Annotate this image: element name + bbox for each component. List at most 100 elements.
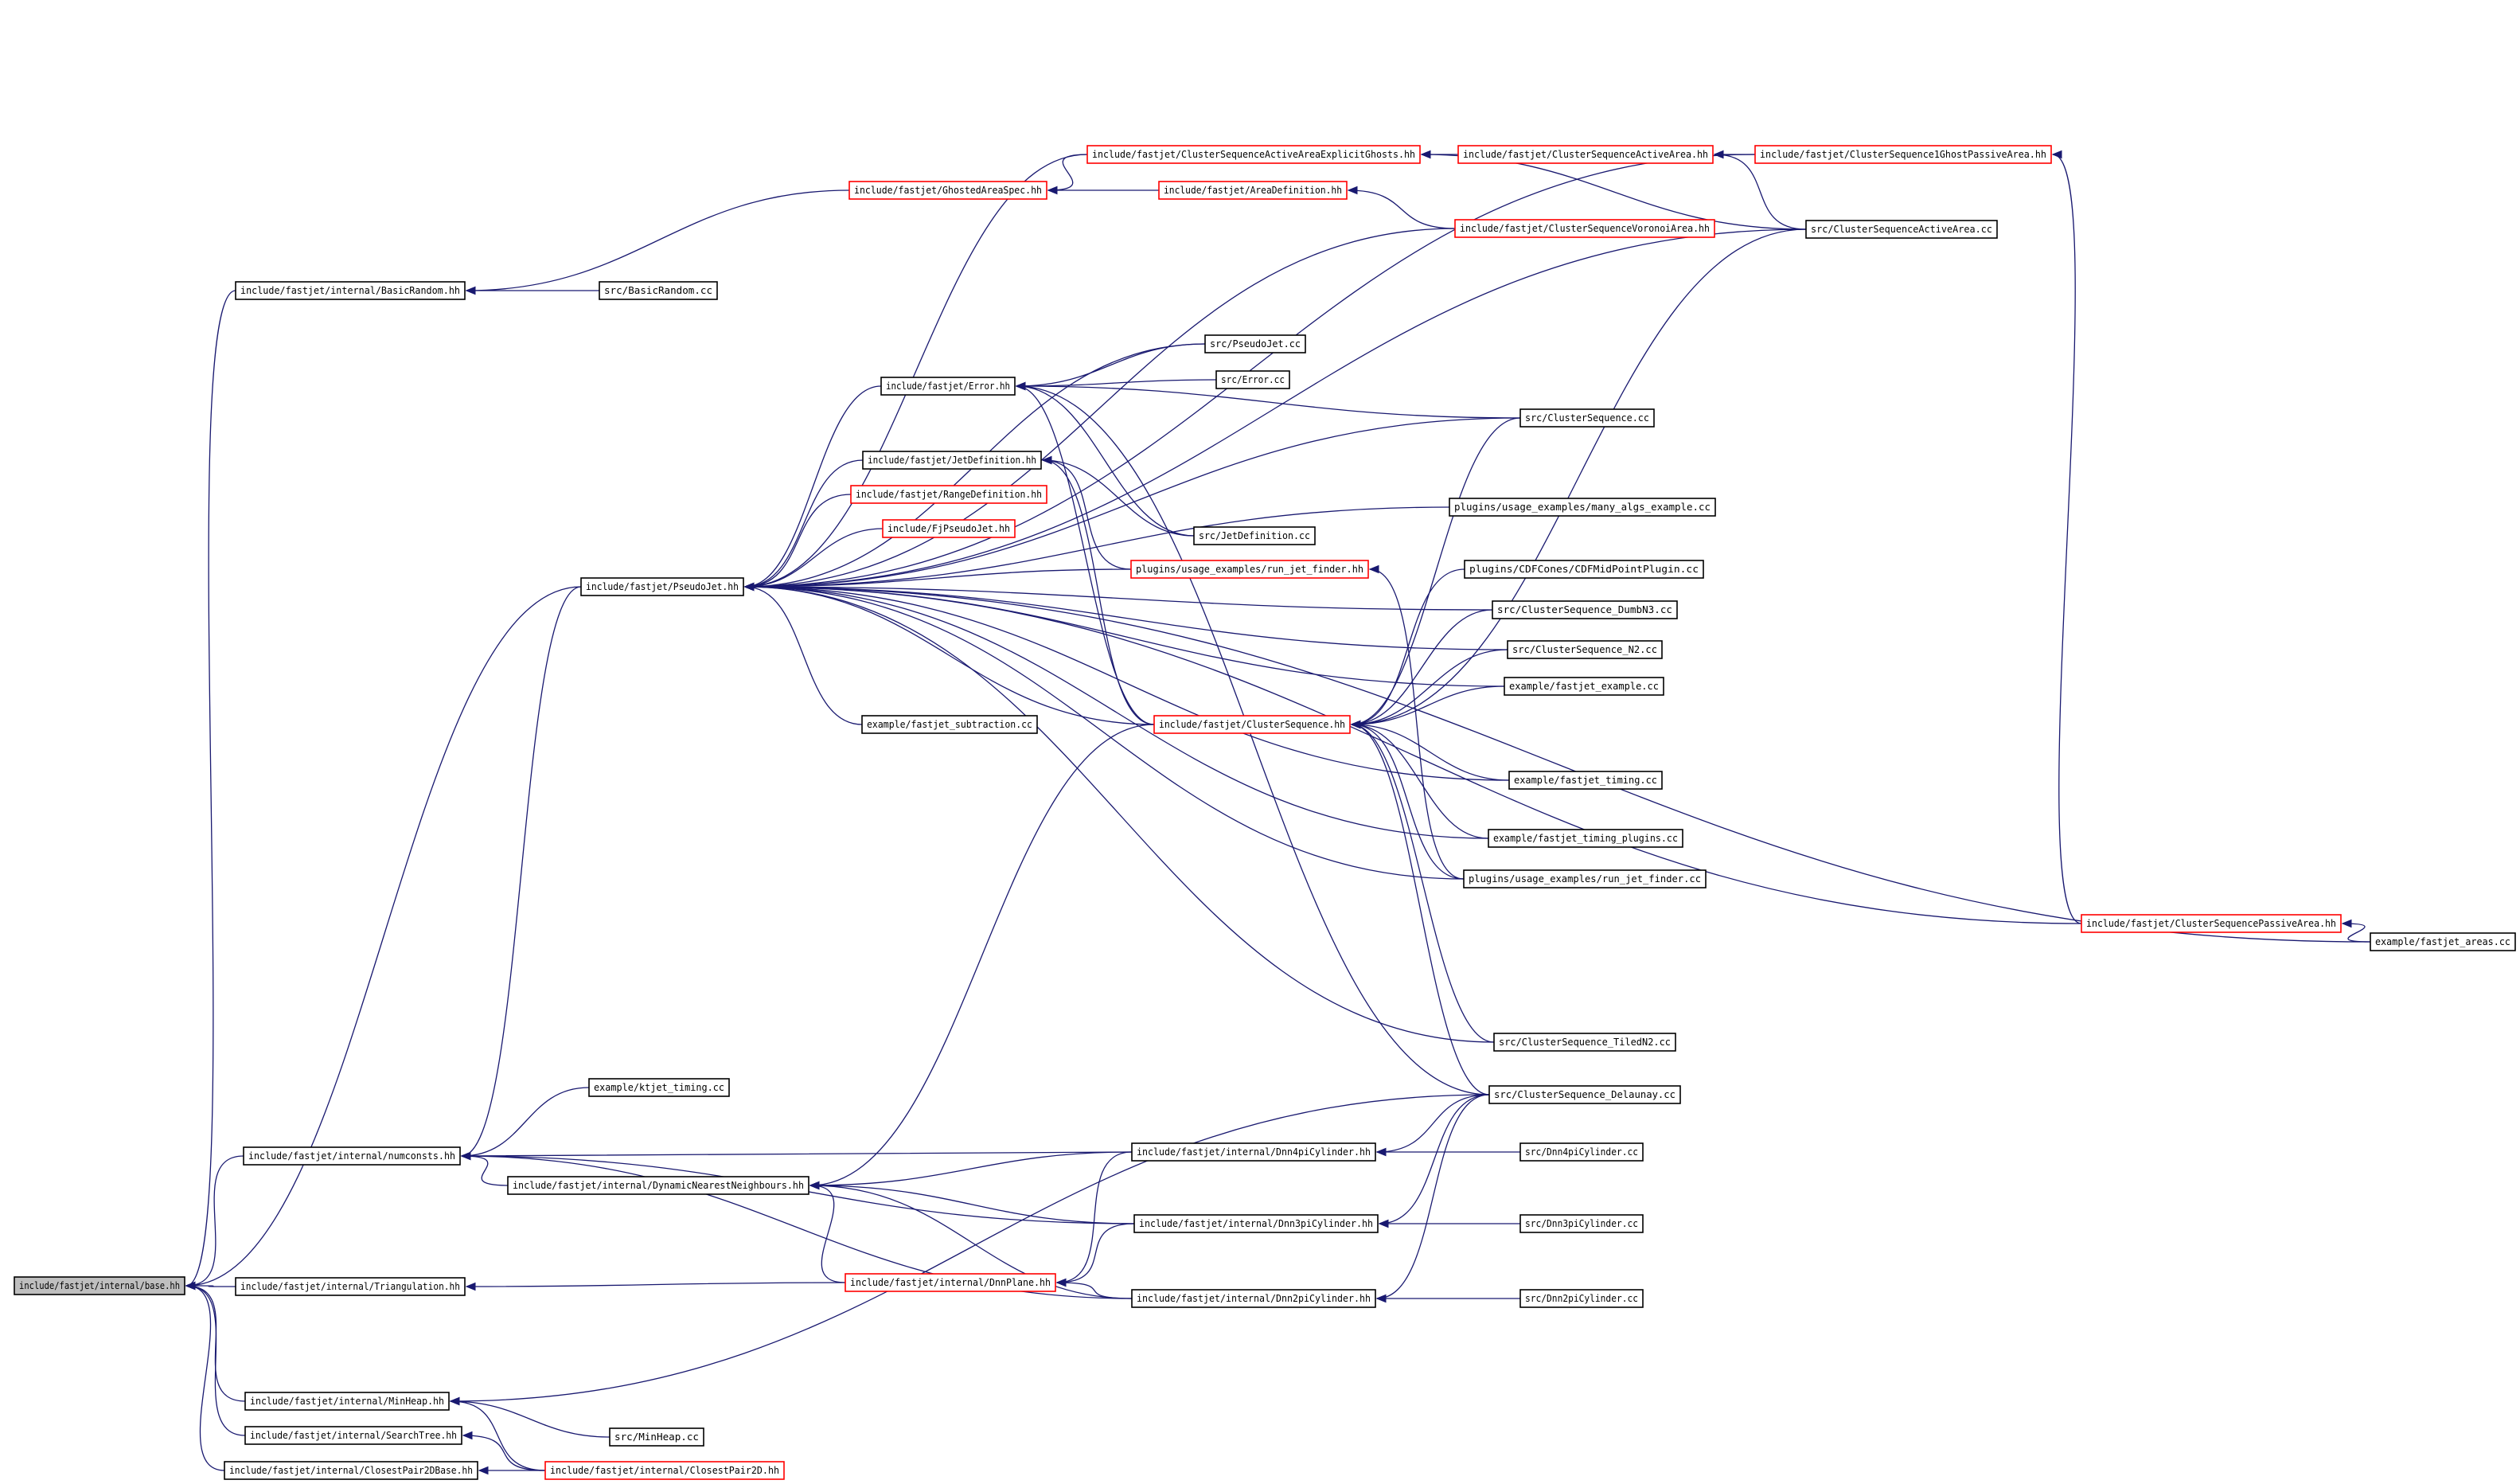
node-dnn2pi-hh[interactable]: include/fastjet/internal/Dnn2piCylinder.… — [1131, 1289, 1376, 1308]
dependency-edge — [465, 189, 850, 295]
edge-line — [1056, 1282, 1133, 1299]
edge-line — [185, 1285, 236, 1287]
node-ktjettiming[interactable]: example/ktjet_timing.cc — [588, 1078, 730, 1097]
node-box — [1488, 1085, 1681, 1104]
dependency-edge — [1015, 381, 1155, 725]
edge-line — [185, 586, 582, 1287]
node-error-cc[interactable]: src/Error.cc — [1215, 370, 1290, 389]
node-box — [224, 1461, 478, 1480]
node-dnn[interactable]: include/fastjet/internal/DynamicNearestN… — [507, 1176, 809, 1195]
edge-line — [744, 528, 884, 588]
node-cp2dbase[interactable]: include/fastjet/internal/ClosestPair2DBa… — [224, 1461, 478, 1480]
node-tiledn2[interactable]: src/ClusterSequence_TiledN2.cc — [1493, 1033, 1676, 1052]
node-cs-cc[interactable]: src/ClusterSequence.cc — [1519, 408, 1655, 428]
dependency-edge — [1047, 186, 1159, 195]
edge-line — [1042, 459, 1195, 537]
dependency-edge — [1350, 609, 1493, 729]
node-base[interactable]: include/fastjet/internal/base.hh — [14, 1276, 185, 1295]
node-cs1gpa[interactable]: include/fastjet/ClusterSequence1GhostPas… — [1754, 145, 2052, 164]
node-jetdef-cc[interactable]: src/JetDefinition.cc — [1193, 526, 1316, 545]
edge-line — [461, 1155, 509, 1186]
node-dnn3pi-cc[interactable]: src/Dnn3piCylinder.cc — [1519, 1214, 1644, 1233]
dependency-edge — [1055, 1278, 1133, 1299]
node-triangulation[interactable]: include/fastjet/internal/Triangulation.h… — [235, 1277, 466, 1296]
node-error-hh[interactable]: include/fastjet/Error.hh — [880, 377, 1016, 396]
dependency-edge — [1350, 720, 1465, 880]
edge-line — [185, 1285, 246, 1436]
edge-arrowhead — [1055, 1278, 1067, 1287]
node-runjetfinder-cc[interactable]: plugins/usage_examples/run_jet_finder.cc — [1463, 869, 1707, 888]
edge-line — [1056, 1223, 1135, 1283]
node-box — [599, 281, 718, 300]
node-label: include/FjPseudoJet.hh — [887, 523, 1010, 534]
node-rangedef[interactable]: include/fastjet/RangeDefinition.hh — [850, 485, 1047, 504]
node-manyalgs[interactable]: plugins/usage_examples/many_algs_example… — [1449, 498, 1716, 517]
node-csaa-hh[interactable]: include/fastjet/ClusterSequenceActiveAre… — [1457, 145, 1714, 164]
node-label: include/fastjet/AreaDefinition.hh — [1164, 185, 1342, 196]
edge-line — [185, 1285, 225, 1471]
node-jetdef-hh[interactable]: include/fastjet/JetDefinition.hh — [862, 451, 1042, 470]
node-fjpseudojet[interactable]: include/FjPseudoJet.hh — [882, 519, 1016, 538]
node-label: plugins/usage_examples/run_jet_finder.hh — [1136, 564, 1363, 575]
edge-line — [461, 586, 582, 1157]
node-label: include/fastjet/Error.hh — [886, 381, 1010, 392]
node-fjsubtraction[interactable]: example/fastjet_subtraction.cc — [861, 715, 1038, 734]
node-box — [1131, 1289, 1376, 1308]
edge-line — [809, 724, 1155, 1186]
node-pseudojet-hh[interactable]: include/fastjet/PseudoJet.hh — [580, 577, 744, 596]
node-cs-hh[interactable]: include/fastjet/ClusterSequence.hh — [1153, 715, 1351, 734]
dependency-edge — [1375, 1094, 1490, 1303]
node-label: include/fastjet/GhostedAreaSpec.hh — [854, 185, 1042, 196]
node-fjtimingplugins[interactable]: example/fastjet_timing_plugins.cc — [1488, 829, 1683, 848]
edge-line — [185, 290, 236, 1287]
edge-line — [185, 1155, 244, 1287]
node-ghosted[interactable]: include/fastjet/GhostedAreaSpec.hh — [848, 181, 1047, 200]
edge-line — [1042, 459, 1155, 725]
dependency-edge — [743, 459, 864, 592]
node-dumbn3[interactable]: src/ClusterSequence_DumbN3.cc — [1492, 600, 1678, 619]
dependency-edge — [449, 1094, 1490, 1406]
node-n2[interactable]: src/ClusterSequence_N2.cc — [1507, 640, 1663, 659]
node-areadef[interactable]: include/fastjet/AreaDefinition.hh — [1158, 181, 1348, 200]
node-pseudojet-cc[interactable]: src/PseudoJet.cc — [1204, 334, 1306, 353]
node-minheap-cc[interactable]: src/MinHeap.cc — [609, 1427, 704, 1447]
node-numconsts[interactable]: include/fastjet/internal/numconsts.hh — [243, 1146, 461, 1166]
node-fjexample[interactable]: example/fastjet_example.cc — [1504, 677, 1664, 696]
edge-line — [1351, 649, 1508, 725]
node-minheap-hh[interactable]: include/fastjet/internal/MinHeap.hh — [244, 1392, 450, 1411]
node-label: example/fastjet_areas.cc — [2375, 936, 2510, 947]
node-basicrandom-cc[interactable]: src/BasicRandom.cc — [599, 281, 718, 300]
node-box — [1454, 219, 1715, 238]
node-dnn2pi-cc[interactable]: src/Dnn2piCylinder.cc — [1519, 1289, 1644, 1308]
node-box — [2081, 914, 2342, 933]
node-dnn4pi-cc[interactable]: src/Dnn4piCylinder.cc — [1519, 1142, 1644, 1162]
node-csaa-cc[interactable]: src/ClusterSequenceActiveArea.cc — [1805, 220, 1998, 239]
node-searchtree[interactable]: include/fastjet/internal/SearchTree.hh — [244, 1426, 462, 1445]
node-delaunay[interactable]: src/ClusterSequence_Delaunay.cc — [1488, 1085, 1681, 1104]
node-basicrandom-hh[interactable]: include/fastjet/internal/BasicRandom.hh — [235, 281, 466, 300]
node-label: include/fastjet/internal/DynamicNearestN… — [513, 1180, 804, 1191]
edge-line — [1351, 724, 1465, 880]
dependency-edge — [185, 290, 236, 1291]
node-label: example/fastjet_timing_plugins.cc — [1493, 833, 1678, 844]
dependency-edge — [1378, 1219, 1520, 1228]
dependency-edge — [743, 582, 1493, 611]
node-cp2d[interactable]: include/fastjet/internal/ClosestPair2D.h… — [544, 1461, 785, 1480]
node-csaaeg[interactable]: include/fastjet/ClusterSequenceActiveAre… — [1086, 145, 1421, 164]
node-dnn4pi-hh[interactable]: include/fastjet/internal/Dnn4piCylinder.… — [1131, 1142, 1376, 1162]
node-dnn3pi-hh[interactable]: include/fastjet/internal/Dnn3piCylinder.… — [1133, 1214, 1379, 1233]
node-box — [14, 1276, 185, 1295]
node-runjetfinder-hh[interactable]: plugins/usage_examples/run_jet_finder.hh — [1130, 560, 1369, 579]
edge-arrowhead — [1420, 150, 1431, 159]
node-label: include/fastjet/ClusterSequenceVoronoiAr… — [1460, 223, 1710, 234]
node-label: example/ktjet_timing.cc — [594, 1082, 724, 1093]
node-fjtiming[interactable]: example/fastjet_timing.cc — [1508, 771, 1663, 790]
dependency-edge — [743, 228, 1456, 592]
node-fjareas[interactable]: example/fastjet_areas.cc — [2370, 932, 2516, 951]
node-cspa[interactable]: include/fastjet/ClusterSequencePassiveAr… — [2081, 914, 2342, 933]
node-cdfmidpoint[interactable]: plugins/CDFCones/CDFMidPointPlugin.cc — [1464, 560, 1704, 579]
edge-arrowhead — [809, 1181, 820, 1190]
dependency-edge — [1375, 1094, 1490, 1157]
node-dnnplane[interactable]: include/fastjet/internal/DnnPlane.hh — [845, 1273, 1056, 1292]
node-csva[interactable]: include/fastjet/ClusterSequenceVoronoiAr… — [1454, 219, 1715, 238]
